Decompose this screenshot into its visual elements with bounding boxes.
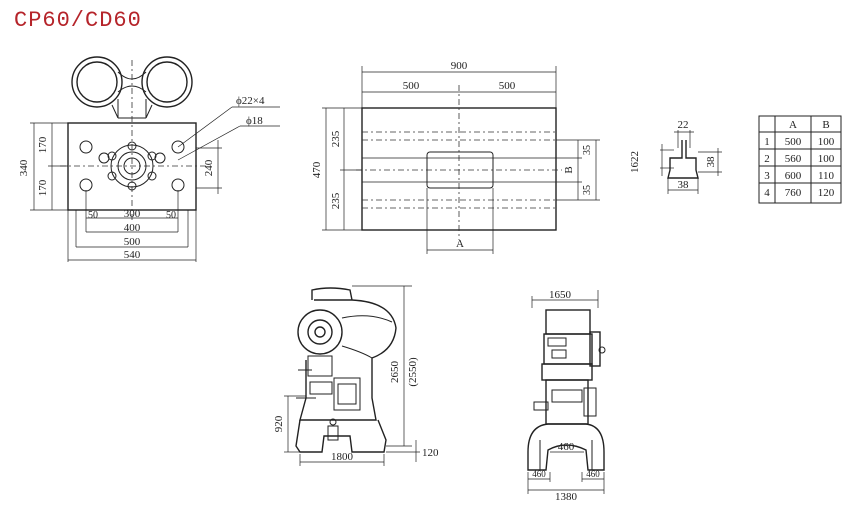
dim-170-top: 170 xyxy=(37,136,49,153)
front-view: 1650 460 460 460 1380 xyxy=(527,289,606,503)
dim-920: 920 xyxy=(273,415,285,432)
side-view: 1800 920 2650 (2550) 120 xyxy=(273,285,439,466)
dim-235-top: 235 xyxy=(330,130,342,147)
dim-400: 400 xyxy=(124,222,141,234)
dim-50-left: 50 xyxy=(88,210,98,221)
dim-38-right: 38 xyxy=(705,156,717,168)
dim-300: 300 xyxy=(124,208,141,220)
dim-240: 240 xyxy=(203,159,215,176)
dim-35-top: 35 xyxy=(582,145,593,155)
dim-1800: 1800 xyxy=(331,451,354,463)
table-cell: 100 xyxy=(818,153,835,165)
dim-340: 340 xyxy=(18,159,30,176)
die-plate-view: ϕ22×4 ϕ18 340 170 170 240 50 300 50 400 … xyxy=(18,56,280,262)
hole-callout: ϕ22×4 xyxy=(236,95,265,107)
table-cell: 600 xyxy=(785,170,802,182)
dim-500: 500 xyxy=(124,236,141,248)
dim-2550: (2550) xyxy=(407,357,419,387)
dim-540: 540 xyxy=(124,249,141,261)
dim-50-right: 50 xyxy=(166,210,176,221)
dim-1622: 1622 xyxy=(629,151,641,173)
table-cell: 3 xyxy=(764,170,770,182)
dim-460-left: 460 xyxy=(532,469,546,479)
dim-1380: 1380 xyxy=(555,491,578,503)
dim-120: 120 xyxy=(422,447,439,459)
dim-460-mid: 460 xyxy=(558,441,575,453)
table-cell: 4 xyxy=(764,187,770,199)
dim-1650: 1650 xyxy=(549,289,572,301)
dim-2650: 2650 xyxy=(389,361,401,384)
table-cell: 110 xyxy=(818,170,835,182)
table-cell: 100 xyxy=(818,136,835,148)
dim-500-left: 500 xyxy=(403,80,420,92)
bed-view: 900 500 500 470 235 235 35 B 35 A xyxy=(311,60,600,254)
table-cell: 560 xyxy=(785,153,802,165)
dim-235-bottom: 235 xyxy=(330,192,342,209)
bore-callout: ϕ18 xyxy=(246,115,263,127)
dim-900: 900 xyxy=(451,60,468,72)
dim-500-right: 500 xyxy=(499,80,516,92)
dim-470: 470 xyxy=(311,161,323,178)
dim-460-right: 460 xyxy=(586,469,600,479)
dim-A: A xyxy=(456,238,464,250)
table-cell: 1 xyxy=(764,136,770,148)
table-header-cell: A xyxy=(789,119,797,131)
dim-22: 22 xyxy=(678,119,689,131)
table-cell: 2 xyxy=(764,153,770,165)
dimension-table: A B 1 500 100 2 560 100 3 600 110 4 760 120 xyxy=(758,115,842,204)
dim-35-bottom: 35 xyxy=(582,185,593,195)
table-cell: 120 xyxy=(818,187,835,199)
dim-B: B xyxy=(563,166,575,173)
table-header-cell: B xyxy=(822,119,829,131)
drawing-title: CP60/CD60 xyxy=(14,8,142,33)
table-cell: 500 xyxy=(785,136,802,148)
t-slot-section: 22 1622 38 38 xyxy=(629,119,722,194)
table-cell: 760 xyxy=(785,187,802,199)
dim-38-bottom: 38 xyxy=(678,179,690,191)
dim-170-bottom: 170 xyxy=(37,179,49,196)
